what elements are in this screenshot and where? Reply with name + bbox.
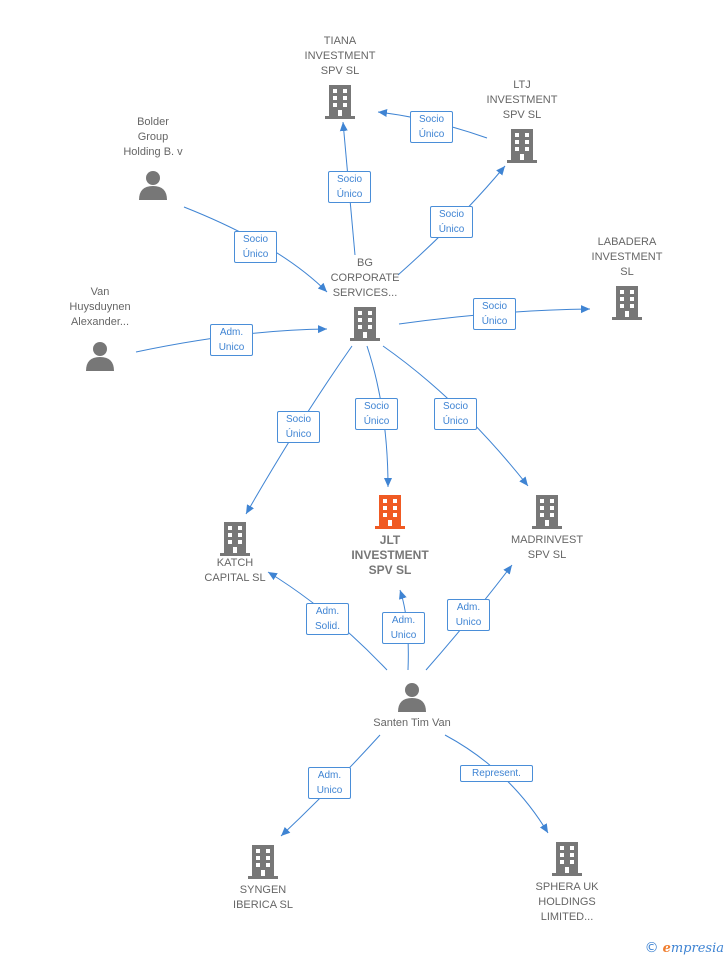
relation-label-bg-madrinvest[interactable]: Socio Único <box>434 398 477 430</box>
relation-label-bolder-bg[interactable]: Socio Único <box>234 231 277 263</box>
node-label: Van Huysduynen Alexander... <box>69 286 131 328</box>
brand-first-letter: e <box>662 941 671 956</box>
node-jlt[interactable]: JLT INVESTMENT SPV SL <box>340 495 440 578</box>
node-tiana[interactable]: TIANA INVESTMENT SPV SL <box>290 34 390 119</box>
node-label: SYNGEN IBERICA SL <box>233 884 293 911</box>
building-icon <box>248 845 278 879</box>
node-label: JLT INVESTMENT SPV SL <box>351 533 429 577</box>
building-icon <box>375 495 405 529</box>
node-syngen[interactable]: SYNGEN IBERICA SL <box>213 845 313 913</box>
node-labadera[interactable]: LABADERA INVESTMENT SL <box>577 235 677 320</box>
person-icon <box>139 171 167 200</box>
empresia-logo: ©empresia <box>645 940 724 956</box>
relation-label-santen-madrinvest[interactable]: Adm. Unico <box>447 599 490 631</box>
person-icon <box>398 683 426 712</box>
node-van[interactable]: Van Huysduynen Alexander... <box>50 285 150 371</box>
node-label: Santen Tim Van <box>373 717 451 729</box>
building-icon <box>507 129 537 163</box>
copyright-symbol: © <box>644 940 659 956</box>
node-label: BG CORPORATE SERVICES... <box>330 257 400 299</box>
node-label: LABADERA INVESTMENT SL <box>591 236 663 278</box>
node-label: LTJ INVESTMENT SPV SL <box>486 79 558 121</box>
node-label: MADRINVEST SPV SL <box>510 534 584 561</box>
node-label: Bolder Group Holding B. v <box>123 116 183 158</box>
node-madrinvest[interactable]: MADRINVEST SPV SL <box>497 495 597 563</box>
node-bolder[interactable]: Bolder Group Holding B. v <box>103 115 203 200</box>
building-icon <box>325 85 355 119</box>
relation-label-bg-katch[interactable]: Socio Único <box>277 411 320 443</box>
building-icon <box>552 842 582 876</box>
relation-label-bg-ltj[interactable]: Socio Único <box>430 206 473 238</box>
node-katch[interactable]: KATCH CAPITAL SL <box>185 522 285 586</box>
relation-label-bg-jlt[interactable]: Socio Único <box>355 398 398 430</box>
node-label: KATCH CAPITAL SL <box>204 557 266 584</box>
building-icon <box>612 286 642 320</box>
node-ltj[interactable]: LTJ INVESTMENT SPV SL <box>472 78 572 163</box>
node-label: TIANA INVESTMENT SPV SL <box>304 35 376 77</box>
node-label: SPHERA UK HOLDINGS LIMITED... <box>535 881 599 923</box>
brand-name: mpresia <box>670 941 724 956</box>
relation-label-santen-sphera[interactable]: Represent. <box>460 765 533 782</box>
relation-label-santen-syngen[interactable]: Adm. Unico <box>308 767 351 799</box>
node-sphera[interactable]: SPHERA UK HOLDINGS LIMITED... <box>517 842 617 925</box>
relation-label-santen-katch[interactable]: Adm. Solid. <box>306 603 349 635</box>
node-bg[interactable]: BG CORPORATE SERVICES... <box>315 256 415 341</box>
node-santen[interactable]: Santen Tim Van <box>352 682 472 731</box>
relation-label-bg-labadera[interactable]: Socio Único <box>473 298 516 330</box>
building-icon <box>350 307 380 341</box>
person-icon <box>86 342 114 371</box>
building-icon <box>220 522 250 556</box>
relation-label-bg-tiana[interactable]: Socio Único <box>328 171 371 203</box>
edge-santen-sphera <box>444 734 549 834</box>
relation-label-santen-jlt[interactable]: Adm. Unico <box>382 612 425 644</box>
relation-label-van-bg[interactable]: Adm. Unico <box>210 324 253 356</box>
relation-label-ltj-tiana[interactable]: Socio Único <box>410 111 453 143</box>
building-icon <box>532 495 562 529</box>
